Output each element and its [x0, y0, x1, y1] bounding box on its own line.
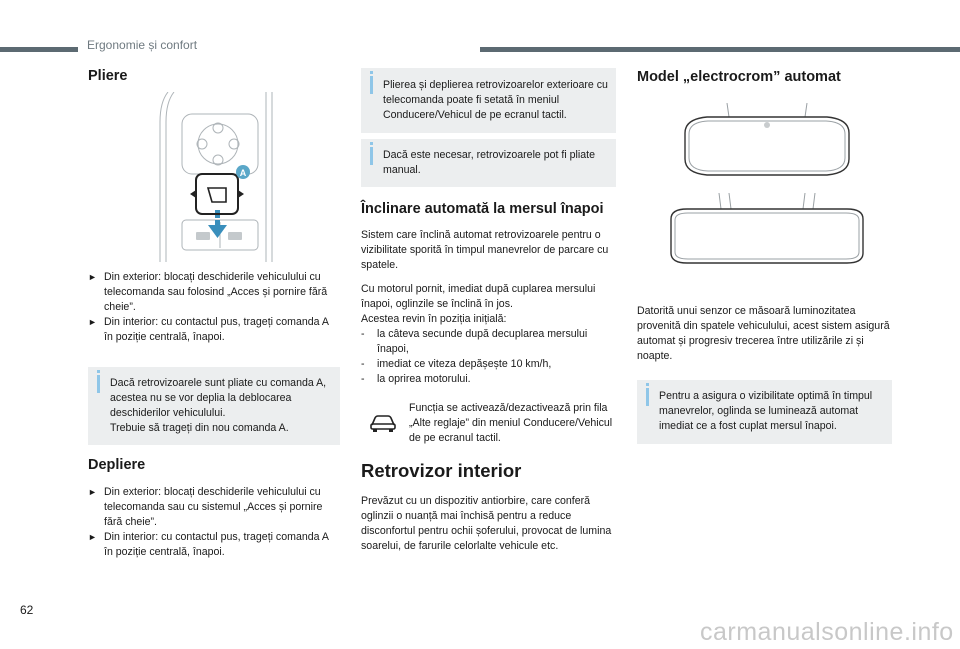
- info-icon: [97, 370, 100, 393]
- column-folding: Pliere A: [88, 60, 340, 560]
- column-tilt: Plierea și deplierea retrovizoarelor ext…: [361, 68, 616, 554]
- info-icon: [646, 383, 649, 406]
- bullet-icon: ►: [88, 317, 97, 327]
- car-icon: [369, 413, 397, 438]
- title-tilt: Înclinare automată la mersul înapoi: [361, 201, 604, 217]
- info-box-manual: Dacă este necesar, retrovizoarele pot fi…: [361, 139, 616, 187]
- badge-a-label: A: [240, 168, 247, 178]
- badge-a: [236, 165, 250, 179]
- info-icon: [370, 71, 373, 94]
- title-interior-mirror: Retrovizor interior: [361, 460, 522, 481]
- title-electrochrome: Model „electrocrom” automat: [637, 69, 841, 85]
- car-settings-note: Funcția se activează/dezactivează prin f…: [361, 401, 616, 446]
- unfolding-bullet: ►Din interior: cu contactul pus, trageți…: [88, 531, 329, 558]
- paragraph-tilt-reverse: Cu motorul pornit, imediat după cuplarea…: [361, 283, 596, 310]
- bullet-icon: ►: [88, 532, 97, 542]
- unfolding-bullet: ►Din exterior: blocați deschiderile vehi…: [88, 486, 323, 528]
- mirror-control-illustration: A: [158, 91, 276, 262]
- title-folding: Pliere: [88, 68, 128, 84]
- info-box-remote: Plierea și deplierea retrovizoarelor ext…: [361, 68, 616, 133]
- header-bar-right: [480, 47, 960, 52]
- list-item: -la oprirea motorului.: [361, 373, 471, 385]
- bullet-icon: ►: [88, 272, 97, 282]
- folding-bullet: ►Din interior: cu contactul pus, trageți…: [88, 316, 329, 343]
- list-item: -imediat ce viteza depășește 10 km/h,: [361, 358, 552, 370]
- header-bar-left: [0, 47, 78, 52]
- info-box-folding: Dacă retrovizoarele sunt pliate cu coman…: [88, 367, 340, 445]
- header-title: Ergonomie și confort: [87, 38, 198, 52]
- page-number: 62: [20, 603, 34, 617]
- bullet-icon: ►: [88, 487, 97, 497]
- light-sensor: [764, 122, 770, 128]
- info-box-electrochrome: Pentru a asigura o vizibilitate optimă î…: [637, 380, 892, 444]
- interior-mirror-illustration: [667, 102, 892, 288]
- paragraph-interior-mirror: Prevăzut cu un dispozitiv antiorbire, ca…: [361, 495, 612, 552]
- info-icon: [370, 142, 373, 165]
- arrow-down-icon: [208, 210, 227, 238]
- folding-bullet: ►Din exterior: blocați deschiderile vehi…: [88, 271, 328, 313]
- paragraph-tilt-desc: Sistem care înclină automat retrovizoare…: [361, 229, 609, 271]
- list-item: -la câteva secunde după decuplarea mersu…: [361, 328, 588, 355]
- watermark: carmanualsonline.info: [700, 618, 954, 646]
- paragraph-electrochrome: Datorită unui senzor ce măsoară luminozi…: [637, 305, 890, 362]
- column-electrochrome: Model „electrocrom” automat Datorită unu…: [637, 60, 892, 444]
- title-unfolding: Depliere: [88, 457, 146, 473]
- paragraph-tilt-return: Acestea revin în poziția inițială:: [361, 313, 507, 325]
